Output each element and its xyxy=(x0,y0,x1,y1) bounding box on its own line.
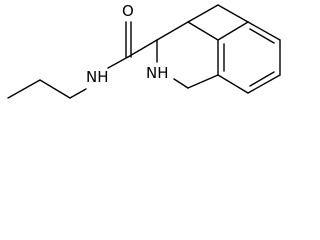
benzene-bond-c4a-c8a xyxy=(217,21,249,41)
benzene-bond-c8-ring xyxy=(187,74,219,89)
benzene-inner-double-1 xyxy=(249,28,275,44)
benzene-bond-c7-c8 xyxy=(217,74,249,94)
structure-drawing: O NH NH xyxy=(7,2,281,99)
ring-bond-c4-c4a xyxy=(217,4,249,23)
ring-nitrogen-label: NH xyxy=(146,64,169,82)
ring-bond-n1-c8a xyxy=(173,78,189,89)
ring-bond-c3-c4 xyxy=(187,4,219,23)
benzene-bond-c8a-n1side xyxy=(187,21,219,41)
amide-nitrogen-label: NH xyxy=(86,68,109,86)
amide-c-n-bond xyxy=(107,56,129,69)
benzene-inner-double-2 xyxy=(249,71,275,87)
carbonyl-oxygen-label: O xyxy=(122,2,134,20)
benzene-bond-c6-c7 xyxy=(247,74,281,94)
ring-bond-c2-c3 xyxy=(156,21,189,41)
propyl-bond-3 xyxy=(69,88,87,99)
propyl-bond-2 xyxy=(39,79,71,99)
molecule-canvas: O NH NH xyxy=(0,0,306,115)
carbonyl-to-ring-bond xyxy=(127,39,158,58)
propyl-bond-1 xyxy=(7,79,41,99)
benzene-bond-c4a-c5 xyxy=(247,21,281,41)
